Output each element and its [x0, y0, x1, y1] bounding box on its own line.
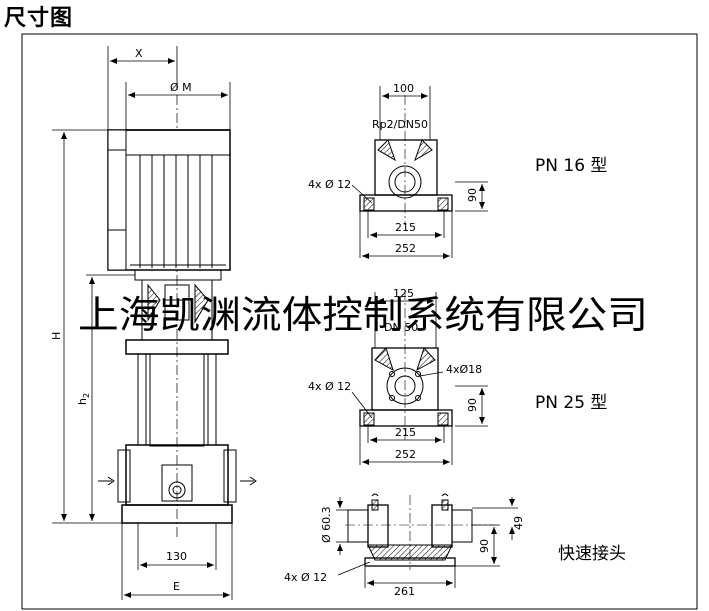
- pn25-dim-125: 125: [393, 287, 414, 300]
- e-label: E: [173, 580, 180, 593]
- pn16-dim-90: 90: [466, 188, 479, 202]
- quick-dim-49: 49: [512, 516, 525, 530]
- quick-holes-label: 4x Ø 12: [284, 571, 327, 584]
- quick-dia-label: Ø 60.3: [320, 506, 333, 543]
- quick-dim-90: 90: [478, 539, 491, 553]
- quick-dimensions: [336, 497, 518, 588]
- pn25-dim-90: 90: [466, 398, 479, 412]
- pn16-dim-215: 215: [395, 221, 416, 234]
- pump-elevation-view: [98, 95, 257, 540]
- phi-m-label: Ø M: [170, 81, 192, 94]
- pn25-plan-view: [359, 290, 453, 440]
- pn25-holes-label: 4x Ø 12: [308, 380, 351, 393]
- quick-title: 快速接头: [558, 544, 626, 564]
- main-dimensions: [52, 46, 233, 600]
- pn25-flange-holes-label: 4xØ18: [446, 363, 482, 376]
- pn16-holes-label: 4x Ø 12: [308, 178, 351, 191]
- drawing-frame: [21, 33, 698, 610]
- pn16-port-label: Rp2/DN50: [372, 118, 428, 131]
- pn16-title: PN 16 型: [535, 156, 607, 176]
- pn16-plan-view: [359, 95, 453, 225]
- h2-label: h2: [76, 393, 91, 405]
- pn25-dim-252: 252: [395, 448, 416, 461]
- pn25-dimensions: [351, 292, 488, 465]
- pn25-title: PN 25 型: [535, 393, 607, 413]
- page-title: 尺寸图: [4, 6, 74, 31]
- quick-coupling-view: [345, 493, 495, 570]
- pn25-port-label: DN 50: [384, 321, 418, 334]
- width-130-label: 130: [166, 550, 187, 563]
- pn16-dimensions: [351, 86, 488, 259]
- pn25-dim-215: 215: [395, 426, 416, 439]
- h2-subscript: 2: [82, 393, 91, 398]
- company-watermark: 上海凯渊流体控制系统有限公司: [78, 293, 648, 337]
- quick-dim-261: 261: [394, 585, 415, 598]
- pn16-dim-100: 100: [393, 82, 414, 95]
- x-dimension-label: X: [135, 47, 143, 60]
- h-label: H: [50, 332, 63, 340]
- pn16-dim-252: 252: [395, 242, 416, 255]
